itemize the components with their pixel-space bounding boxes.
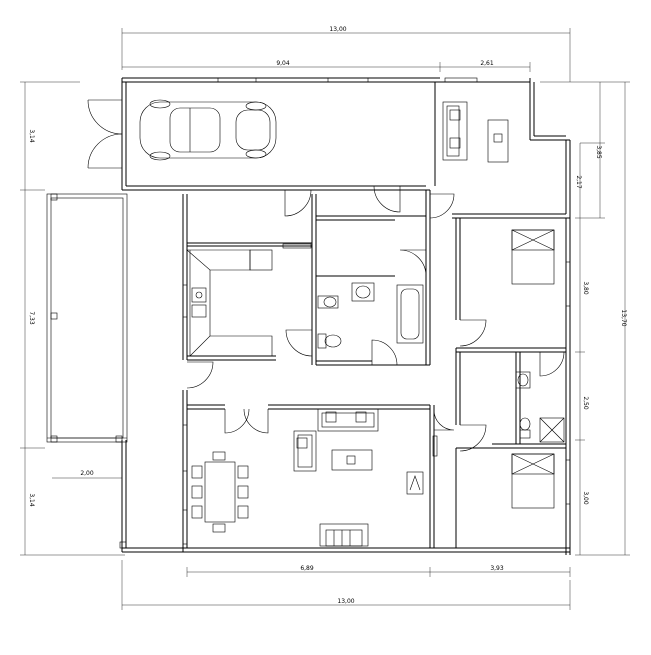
bathtub [396, 284, 424, 344]
dim-right-d: 2,50 [582, 396, 589, 410]
bed-bedroom-1 [511, 229, 555, 285]
washbasin-2-icon [515, 371, 531, 389]
bidet-icon [317, 295, 339, 309]
toilet-icon [317, 333, 342, 349]
dim-bottom-right: 3,93 [490, 565, 504, 572]
bed-bedroom-2 [511, 453, 555, 509]
exterior-walls [121, 77, 571, 555]
sofa-living [293, 408, 379, 472]
terrace-posts [50, 193, 127, 549]
dimension-lines [20, 28, 630, 610]
washbasin-icon [351, 282, 375, 302]
sofa-top-right [442, 101, 468, 161]
dim-right-b: 2,17 [575, 175, 582, 189]
dim-top-right: 2,61 [480, 60, 494, 67]
windows [182, 77, 571, 545]
tv-unit [406, 471, 424, 495]
shower-tray [539, 417, 565, 443]
coffee-table-living [331, 449, 373, 471]
dim-left-bot: 3,14 [28, 493, 35, 507]
dim-top-left: 9,04 [276, 60, 290, 67]
dim-left-mid: 7,33 [28, 311, 35, 325]
interior-walls [187, 190, 566, 548]
dim-porch-width: 2,00 [80, 470, 94, 477]
dim-bottom-left: 6,89 [300, 565, 314, 572]
coffee-table-top-right [487, 119, 509, 163]
dim-right-c: 3,80 [582, 281, 589, 295]
dining-table [191, 451, 249, 533]
dim-bottom-total: 13,00 [337, 598, 354, 605]
fireplace-icon [319, 523, 369, 547]
dim-right-a: 3,85 [595, 145, 602, 159]
dim-left-top: 3,14 [28, 129, 35, 143]
kitchen-counter [186, 249, 273, 357]
dim-right-total: 13,70 [620, 309, 627, 326]
toilet-2-icon [519, 417, 531, 439]
dim-right-e: 3,00 [582, 491, 589, 505]
doors [87, 99, 565, 452]
dim-top-total: 13,00 [329, 26, 346, 33]
terrace-outline [46, 193, 128, 443]
car-icon [139, 99, 277, 161]
